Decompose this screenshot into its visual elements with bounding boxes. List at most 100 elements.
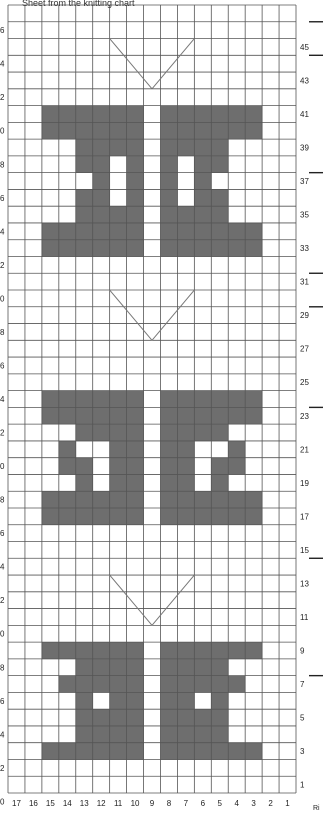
filled-stitch bbox=[177, 659, 194, 676]
filled-stitch bbox=[93, 659, 110, 676]
filled-stitch bbox=[110, 407, 127, 424]
filled-stitch bbox=[76, 240, 93, 257]
filled-stitch bbox=[110, 692, 127, 709]
filled-stitch bbox=[194, 709, 211, 726]
column-number-label: 4 bbox=[234, 799, 239, 808]
filled-stitch bbox=[177, 206, 194, 223]
filled-stitch bbox=[93, 206, 110, 223]
column-number-label: 11 bbox=[114, 799, 123, 808]
filled-stitch bbox=[211, 156, 228, 173]
filled-stitch bbox=[177, 106, 194, 123]
filled-stitch bbox=[42, 391, 59, 408]
filled-stitch bbox=[127, 743, 144, 760]
filled-stitch bbox=[76, 508, 93, 525]
filled-stitch bbox=[160, 122, 177, 139]
row-number-label: 0 bbox=[0, 294, 5, 303]
filled-stitch bbox=[194, 676, 211, 693]
filled-stitch bbox=[93, 173, 110, 190]
filled-stitch bbox=[110, 474, 127, 491]
filled-stitch bbox=[194, 659, 211, 676]
filled-stitch bbox=[160, 743, 177, 760]
row-number-label: 7 bbox=[300, 680, 305, 689]
filled-stitch bbox=[42, 743, 59, 760]
filled-stitch bbox=[110, 106, 127, 123]
filled-stitch bbox=[160, 458, 177, 475]
filled-stitch bbox=[245, 743, 262, 760]
filled-stitch bbox=[76, 458, 93, 475]
filled-stitch bbox=[245, 508, 262, 525]
filled-stitch bbox=[194, 240, 211, 257]
column-number-label: 13 bbox=[80, 799, 89, 808]
row-number-label: 0 bbox=[0, 797, 5, 806]
row-number-label: 29 bbox=[300, 311, 309, 320]
filled-stitch bbox=[42, 122, 59, 139]
filled-stitch bbox=[228, 106, 245, 123]
column-number-label: 12 bbox=[97, 799, 106, 808]
row-number-label: 19 bbox=[300, 479, 309, 488]
chart-title: Sheet from the knitting chart bbox=[22, 0, 135, 8]
filled-stitch bbox=[211, 491, 228, 508]
filled-stitch bbox=[59, 676, 76, 693]
filled-stitch bbox=[177, 441, 194, 458]
column-number-label: 6 bbox=[201, 799, 206, 808]
row-number-label: 2 bbox=[0, 596, 5, 605]
filled-stitch bbox=[177, 474, 194, 491]
filled-stitch bbox=[76, 106, 93, 123]
filled-stitch bbox=[245, 407, 262, 424]
filled-stitch bbox=[76, 659, 93, 676]
row-number-label: 21 bbox=[300, 445, 309, 454]
filled-stitch bbox=[110, 122, 127, 139]
column-number-label: 15 bbox=[46, 799, 55, 808]
filled-stitch bbox=[177, 508, 194, 525]
filled-stitch bbox=[245, 491, 262, 508]
filled-stitch bbox=[42, 240, 59, 257]
filled-stitch bbox=[160, 508, 177, 525]
filled-stitch bbox=[110, 391, 127, 408]
column-number-label: 8 bbox=[167, 799, 172, 808]
filled-stitch bbox=[177, 122, 194, 139]
filled-stitch bbox=[59, 106, 76, 123]
filled-stitch bbox=[59, 441, 76, 458]
filled-stitch bbox=[211, 709, 228, 726]
filled-stitch bbox=[93, 491, 110, 508]
filled-stitch bbox=[160, 189, 177, 206]
filled-stitch bbox=[127, 391, 144, 408]
filled-stitch bbox=[160, 642, 177, 659]
row-number-label: 6 bbox=[0, 361, 5, 370]
row-number-label: 0 bbox=[0, 630, 5, 639]
filled-stitch bbox=[127, 659, 144, 676]
filled-stitch bbox=[127, 709, 144, 726]
filled-stitch bbox=[177, 240, 194, 257]
filled-stitch bbox=[160, 106, 177, 123]
row-number-label: 3 bbox=[300, 747, 305, 756]
filled-stitch bbox=[93, 676, 110, 693]
filled-stitch bbox=[160, 441, 177, 458]
filled-stitch bbox=[160, 407, 177, 424]
filled-stitch bbox=[76, 156, 93, 173]
filled-stitch bbox=[59, 642, 76, 659]
filled-stitch bbox=[59, 223, 76, 240]
filled-stitch bbox=[160, 659, 177, 676]
filled-stitch bbox=[228, 458, 245, 475]
filled-stitch bbox=[194, 206, 211, 223]
filled-stitch bbox=[127, 173, 144, 190]
filled-stitch bbox=[194, 424, 211, 441]
row-number-label: 35 bbox=[300, 211, 309, 220]
filled-stitch bbox=[160, 474, 177, 491]
row-number-label: 8 bbox=[0, 496, 5, 505]
filled-stitch bbox=[127, 407, 144, 424]
filled-stitch bbox=[160, 139, 177, 156]
filled-stitch bbox=[127, 458, 144, 475]
filled-stitch bbox=[93, 139, 110, 156]
filled-stitch bbox=[211, 659, 228, 676]
filled-stitch bbox=[211, 726, 228, 743]
filled-stitch bbox=[59, 407, 76, 424]
filled-stitch bbox=[177, 139, 194, 156]
column-number-label: 14 bbox=[63, 799, 72, 808]
filled-stitch bbox=[127, 223, 144, 240]
pattern-cells bbox=[8, 5, 296, 793]
filled-stitch bbox=[42, 491, 59, 508]
filled-stitch bbox=[211, 407, 228, 424]
row-number-label: 6 bbox=[0, 194, 5, 203]
